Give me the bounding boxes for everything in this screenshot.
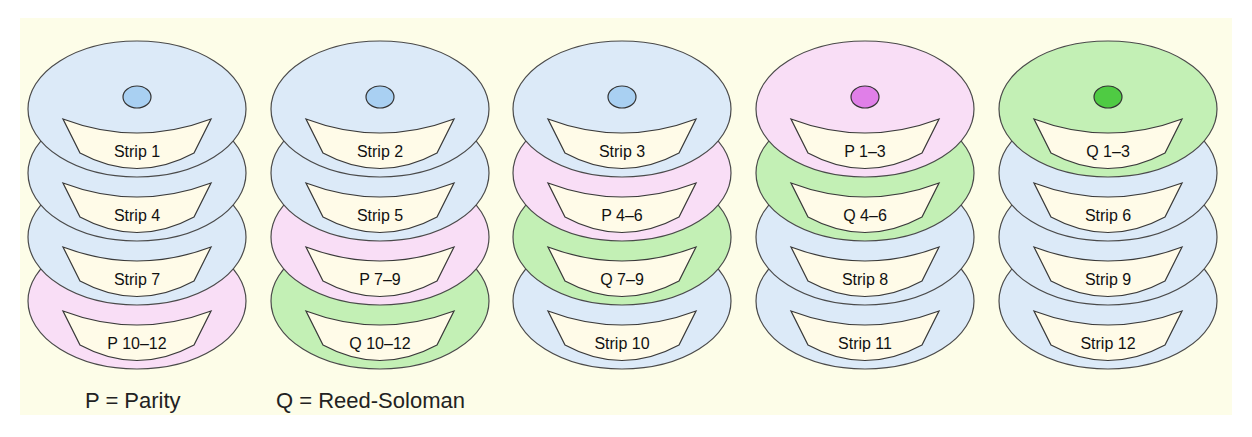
strip-label: Q 10–12 <box>305 310 455 364</box>
strip-label: Q 7–9 <box>547 246 697 300</box>
disk-hole <box>366 86 394 108</box>
disk-hole <box>1094 86 1122 108</box>
strip-label: Strip 5 <box>305 182 455 236</box>
strip-label: Strip 9 <box>1033 246 1183 300</box>
strip-text: Strip 10 <box>594 335 649 353</box>
strip-label: P 1–3 <box>790 118 940 172</box>
strip-text: Strip 4 <box>114 207 160 225</box>
strip-text: Strip 11 <box>838 335 892 353</box>
strip-text: Strip 7 <box>114 271 160 289</box>
strip-label: P 10–12 <box>62 310 212 364</box>
strip-text: Strip 1 <box>114 143 160 161</box>
strip-text: Strip 8 <box>842 271 888 289</box>
strip-label: Strip 11 <box>790 310 940 364</box>
disk-platter <box>513 41 731 177</box>
strip-text: Q 4–6 <box>843 207 887 225</box>
strip-text: Strip 9 <box>1085 271 1131 289</box>
strip-text: Strip 12 <box>1080 335 1135 353</box>
strip-text: Q 10–12 <box>349 335 410 353</box>
strip-label: Strip 7 <box>62 246 212 300</box>
strip-text: Strip 2 <box>357 143 403 161</box>
strip-label: Q 1–3 <box>1033 118 1183 172</box>
strip-label: Strip 3 <box>547 118 697 172</box>
legend-note: Q = Reed-Soloman <box>276 388 465 414</box>
strip-label: Q 4–6 <box>790 182 940 236</box>
disk-platter <box>999 41 1217 177</box>
strip-text: Strip 6 <box>1085 207 1131 225</box>
strip-label: Strip 1 <box>62 118 212 172</box>
disk-hole <box>123 86 151 108</box>
disk-platter <box>271 41 489 177</box>
strip-label: Strip 8 <box>790 246 940 300</box>
strip-label: Strip 12 <box>1033 310 1183 364</box>
strip-label: P 4–6 <box>547 182 697 236</box>
strip-text: P 10–12 <box>107 335 166 353</box>
strip-text: P 4–6 <box>601 207 643 225</box>
strip-label: Strip 4 <box>62 182 212 236</box>
strip-text: Strip 3 <box>599 143 645 161</box>
strip-text: P 1–3 <box>844 143 886 161</box>
disk-hole <box>851 86 879 108</box>
strip-text: Strip 5 <box>357 207 403 225</box>
strip-text: Q 7–9 <box>600 271 644 289</box>
strip-text: Q 1–3 <box>1086 143 1130 161</box>
strip-label: Strip 2 <box>305 118 455 172</box>
strip-label: Strip 10 <box>547 310 697 364</box>
strip-label: P 7–9 <box>305 246 455 300</box>
strip-label: Strip 6 <box>1033 182 1183 236</box>
disk-hole <box>608 86 636 108</box>
disk-platter <box>756 41 974 177</box>
strip-text: P 7–9 <box>359 271 401 289</box>
disk-platter <box>28 41 246 177</box>
legend-note: P = Parity <box>85 388 181 414</box>
